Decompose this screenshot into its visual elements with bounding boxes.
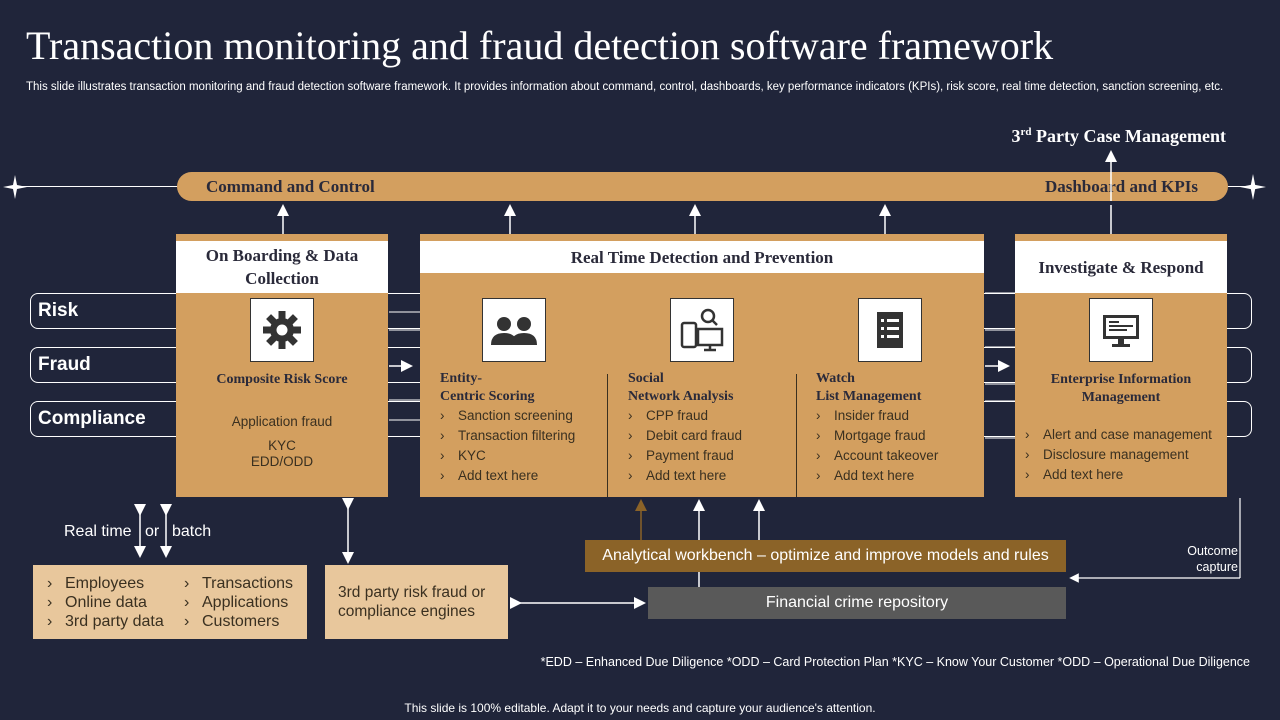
command-bar: Command and Control Dashboard and KPIs (177, 172, 1228, 201)
dashboard-kpis-label: Dashboard and KPIs (1044, 177, 1198, 196)
enterprise-info-heading: Enterprise Information Management (1050, 372, 1192, 405)
list-item: Online data (47, 593, 164, 612)
onboarding-title: On Boarding & Data Collection (176, 241, 388, 293)
page-subtitle: This slide illustrates transaction monit… (26, 81, 1224, 93)
network-analysis-icon (670, 298, 734, 362)
row-label-risk: Risk (38, 300, 79, 321)
network-analysis-list: CPP fraud Debit card fraud Payment fraud… (628, 406, 742, 486)
investigate-column: Investigate & Respond Enterprise Informa… (1015, 234, 1227, 497)
list-item: Debit card fraud (628, 426, 742, 446)
checklist-icon (858, 298, 922, 362)
list-item: 3rd party data (47, 612, 164, 631)
list-item: KYC (440, 446, 575, 466)
engines-box: 3rd party risk fraud or compliance engin… (325, 565, 508, 639)
gear-icon (250, 298, 314, 362)
sparkle-icon (1240, 174, 1266, 200)
footer: This slide is 100% editable. Adapt it to… (404, 701, 876, 715)
outcome-capture-label: Outcome capture (1187, 544, 1238, 574)
list-item: Insider fraud (816, 406, 938, 426)
command-control-label: Command and Control (206, 177, 375, 196)
sparkle-icon (3, 175, 27, 199)
batch-label: batch (172, 523, 212, 540)
list-item: Customers (184, 612, 293, 631)
application-fraud-text: Application fraud (231, 414, 333, 429)
list-item: Alert and case management (1025, 425, 1212, 445)
list-item: Disclosure management (1025, 445, 1212, 465)
footnote: *EDD – Enhanced Due Diligence *ODD – Car… (540, 655, 1250, 669)
engines-text: 3rd party risk fraud or compliance engin… (338, 584, 486, 620)
list-item: Sanction screening (440, 406, 575, 426)
divider (607, 374, 608, 497)
sources-left-list: Employees Online data 3rd party data (47, 574, 164, 631)
list-item: Add text here (1025, 465, 1212, 485)
investigate-title: Investigate & Respond (1015, 241, 1227, 293)
entity-scoring-heading: Entity-Centric Scoring (440, 371, 535, 404)
realtime-column: Real Time Detection and Prevention Entit… (420, 234, 984, 497)
list-item: CPP fraud (628, 406, 742, 426)
or-label: or (145, 523, 160, 540)
analytical-workbench: Analytical workbench – optimize and impr… (585, 540, 1066, 572)
connector-line (1228, 186, 1254, 187)
entity-scoring-list: Sanction screening Transaction filtering… (440, 406, 575, 486)
list-item: Add text here (816, 466, 938, 486)
realtime-title: Real Time Detection and Prevention (420, 241, 984, 273)
monitor-icon (1089, 298, 1153, 362)
list-item: Transaction filtering (440, 426, 575, 446)
edd-odd-text: EDD/ODD (250, 454, 314, 469)
sources-right-list: Transactions Applications Customers (184, 574, 293, 631)
row-label-fraud: Fraud (38, 354, 91, 375)
row-label-compliance: Compliance (38, 408, 146, 429)
data-sources-box: Employees Online data 3rd party data Tra… (33, 565, 307, 639)
financial-crime-repository: Financial crime repository (648, 587, 1066, 619)
onboarding-column: On Boarding & Data Collection Composite … (176, 234, 388, 497)
investigate-list: Alert and case management Disclosure man… (1025, 425, 1212, 485)
list-item: Account takeover (816, 446, 938, 466)
list-item: Add text here (440, 466, 575, 486)
list-item: Add text here (628, 466, 742, 486)
users-icon (482, 298, 546, 362)
connector-line (14, 186, 178, 187)
list-item: Transactions (184, 574, 293, 593)
page-title: Transaction monitoring and fraud detecti… (26, 23, 1054, 68)
list-item: Applications (184, 593, 293, 612)
watch-list-list: Insider fraud Mortgage fraud Account tak… (816, 406, 938, 486)
list-item: Payment fraud (628, 446, 742, 466)
composite-risk-score-heading: Composite Risk Score (216, 372, 348, 387)
third-party-case-management: 3rd Party Case Management (1011, 126, 1226, 146)
list-item: Employees (47, 574, 164, 593)
real-time-label: Real time (64, 523, 132, 540)
divider (796, 374, 797, 497)
kyc-text: KYC (268, 438, 296, 453)
list-item: Mortgage fraud (816, 426, 938, 446)
